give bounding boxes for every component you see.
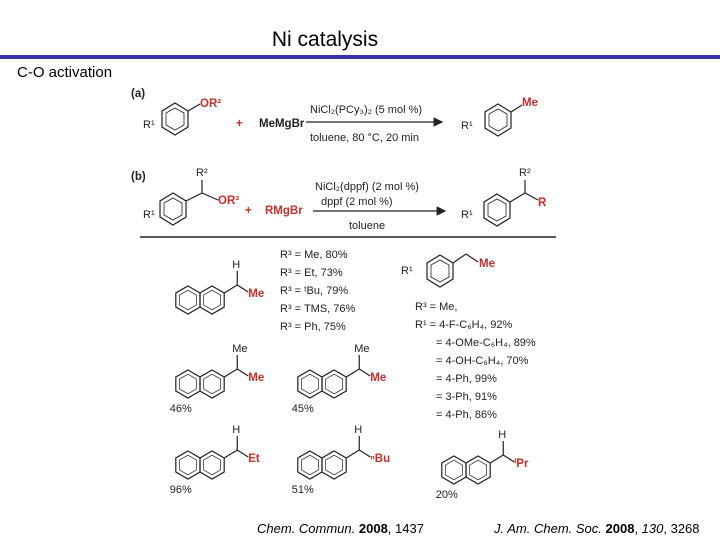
naphthalene-rings [297,355,371,399]
citation-pages: , 3268 [663,521,700,536]
aryl-line: = 4-Ph, 86% [436,409,497,421]
r3-line: R³ = Ph, 75% [280,321,346,333]
citation-year: 2008 [605,521,635,536]
citation-year: 2008 [358,521,388,536]
citation-chem-commun: Chem. Commun. 2008, 1437 [257,521,424,536]
citation-volume: 130 [641,521,664,536]
aryl-line: R³ = Me, [415,301,457,313]
title-divider [0,55,720,59]
product-b-r1: R¹ [461,209,473,221]
substrate-a-or2: OR² [200,98,221,110]
aryl-block-structure [426,253,479,288]
naphthalene-rings [175,355,249,399]
plus-a: + [236,118,243,130]
product-group-label: Et [248,453,260,465]
naphthalene-rings [175,436,249,480]
aryl-line: R¹ = 4-F-C₆H₄, 92% [415,319,512,331]
product-group-label: Me [370,372,386,384]
product-group-label: ⁿBu [370,453,390,465]
conditions-b-1: NiCl₂(dppf) (2 mol %) [315,181,419,193]
r3-line: R³ = TMS, 76% [280,303,356,315]
product-a-r1: R¹ [461,120,473,132]
aryl-line: = 4-OH-C₆H₄, 70% [436,355,529,367]
product-top-label: Me [354,343,369,355]
naphthalene-rings [297,436,371,480]
product-group-label: Me [248,288,264,300]
citation-jacs: J. Am. Chem. Soc. 2008, 130, 3268 [494,521,700,536]
substrate-a-r1: R¹ [143,119,155,131]
naphthalene-rings [441,441,515,485]
product-yield: 45% [292,403,314,415]
substrate-b-r2: R² [196,167,208,179]
conditions-a-top: NiCl₂(PCy₃)₂ (5 mol %) [310,104,422,116]
product-a-me: Me [522,97,538,109]
aryl-line: = 4-OMe-C₆H₄, 89% [436,337,536,349]
product-group-label: ⁱPr [514,456,529,470]
aryl-line: = 4-Ph, 99% [436,373,497,385]
citation-pages: , 1437 [387,521,424,536]
r3-list: R³ = Me, 80% R³ = Et, 73% R³ = ᵗBu, 79% … [280,249,356,333]
product-yield: 51% [292,484,314,496]
product-yield: 20% [436,489,458,501]
r3-line: R³ = Me, 80% [280,249,348,261]
product-b-benzene [483,180,539,227]
product-group-label: Me [248,372,264,384]
r3-line: R³ = Et, 73% [280,267,343,279]
product-top-label: H [232,259,240,271]
aryl-block-r1: R¹ [401,265,413,277]
substrate-b-benzene [159,180,219,226]
aryl-block-list: R³ = Me, R¹ = 4-F-C₆H₄, 92% = 4-OMe-C₆H₄… [415,301,536,421]
aryl-block-me: Me [479,258,495,270]
product-top-label: H [232,424,240,436]
product-yield: 96% [170,484,192,496]
slide-subtitle: C-O activation [17,64,113,81]
slide-title: Ni catalysis [271,28,379,51]
r3-line: R³ = ᵗBu, 79% [280,285,348,297]
label-b: (b) [131,171,146,183]
conditions-a-bottom: toluene, 80 °C, 20 min [310,132,419,144]
product-top-label: H [354,424,362,436]
naphthalene-rings [175,271,249,315]
substrate-b-or3: OR³ [218,195,239,207]
product-naphthalene: H Et 96% [170,424,260,496]
citation-journal: Chem. Commun. [257,521,356,536]
product-naphthalene: H Me [175,259,264,315]
reagent-a: MeMgBr [259,118,305,130]
substrate-b-r1: R¹ [143,209,155,221]
product-top-label: Me [232,343,247,355]
aryl-line: = 3-Ph, 91% [436,391,497,403]
product-b-r: R [538,197,547,209]
plus-b: + [245,205,252,217]
label-a: (a) [131,88,145,100]
substrate-a-benzene [161,102,201,136]
conditions-b-3: toluene [349,220,385,232]
product-yield: 46% [170,403,192,415]
reagent-b: RMgBr [265,205,303,217]
conditions-b-2: dppf (2 mol %) [321,196,393,208]
product-b-r2: R² [519,167,531,179]
product-top-label: H [498,429,506,441]
citation-journal: J. Am. Chem. Soc. [494,521,602,536]
product-a-benzene [484,103,523,137]
